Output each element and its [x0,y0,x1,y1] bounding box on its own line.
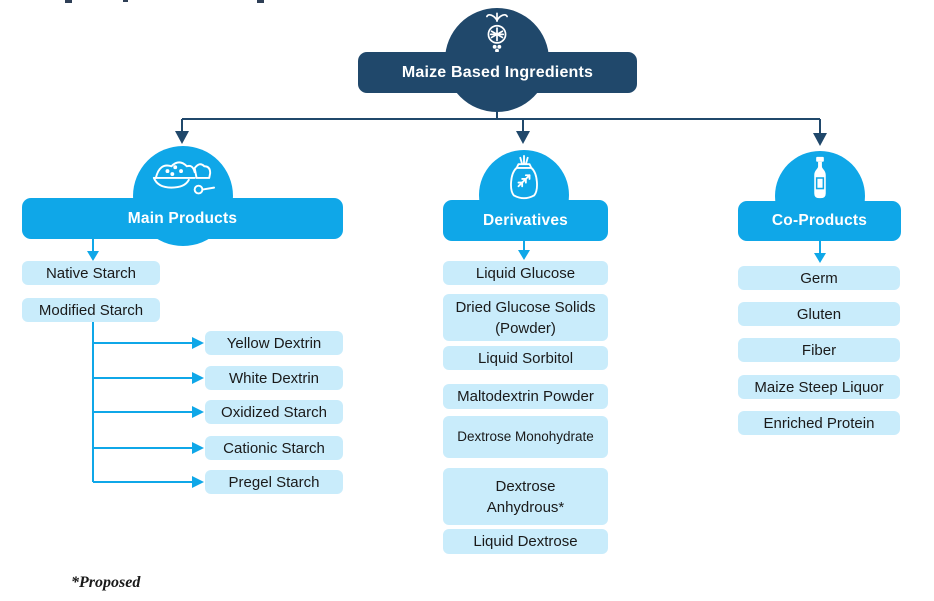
leaf-maize-steep-liquor: Maize Steep Liquor [738,375,900,399]
leaf-yellow-dextrin: Yellow Dextrin [205,331,343,355]
cropped-text-fragment [123,0,128,2]
root-label: Maize Based Ingredients [401,63,594,81]
cropped-text-fragment [257,0,264,3]
leaf-gluten: Gluten [738,302,900,326]
leaf-fiber: Fiber [738,338,900,362]
branch-header-derivatives: Derivatives [443,200,608,241]
arrowhead-pregel-starch [192,476,204,488]
leaf-cationic-starch: Cationic Starch [205,436,343,460]
branch-header-main-products: Main Products [22,198,343,239]
arrowhead-derivatives [516,131,530,144]
branch-label: Derivatives [483,211,568,229]
arrowhead-native-starch [87,251,99,261]
arrowhead-cationic-starch [192,442,204,454]
branch-label: Co-Products [771,212,868,229]
leaf-modified-starch: Modified Starch [22,298,160,322]
leaf-dextrose-monohydrate: Dextrose Monohydrate [443,416,608,458]
starch-powder-icon [152,161,216,195]
arrowhead-oxidized-starch [192,406,204,418]
leaf-maltodextrin-powder: Maltodextrin Powder [443,384,608,409]
leaf-liquid-sorbitol: Liquid Sorbitol [443,346,608,370]
maize-plant-icon [486,12,508,53]
leaf-oxidized-starch: Oxidized Starch [205,400,343,424]
leaf-liquid-glucose: Liquid Glucose [443,261,608,285]
branch-label: Main Products [127,209,238,227]
leaf-white-dextrin: White Dextrin [205,366,343,390]
bottle-icon [814,156,826,199]
footnote-proposed: *Proposed [71,574,141,591]
arrowhead-germ [814,253,826,263]
arrowhead-coproducts [813,133,827,146]
root-node: Maize Based Ingredients [358,52,637,93]
arrowhead-liquid-glucose [518,250,530,260]
flour-sack-icon [510,155,538,200]
navy-arrowheads [175,131,827,146]
branch-header-co-products: Co-Products [738,201,901,241]
leaf-germ: Germ [738,266,900,290]
leaf-native-starch: Native Starch [22,261,160,285]
arrowhead-white-dextrin [192,372,204,384]
cropped-text-fragment [65,0,72,3]
leaf-liquid-dextrose: Liquid Dextrose [443,529,608,554]
arrowhead-main [175,131,189,144]
leaf-dried-glucose-solids: Dried Glucose Solids (Powder) [443,294,608,341]
leaf-pregel-starch: Pregel Starch [205,470,343,494]
leaf-enriched-protein: Enriched Protein [738,411,900,435]
arrowhead-yellow-dextrin [192,337,204,349]
leaf-dextrose-anhydrous: Dextrose Anhydrous* [443,468,608,525]
